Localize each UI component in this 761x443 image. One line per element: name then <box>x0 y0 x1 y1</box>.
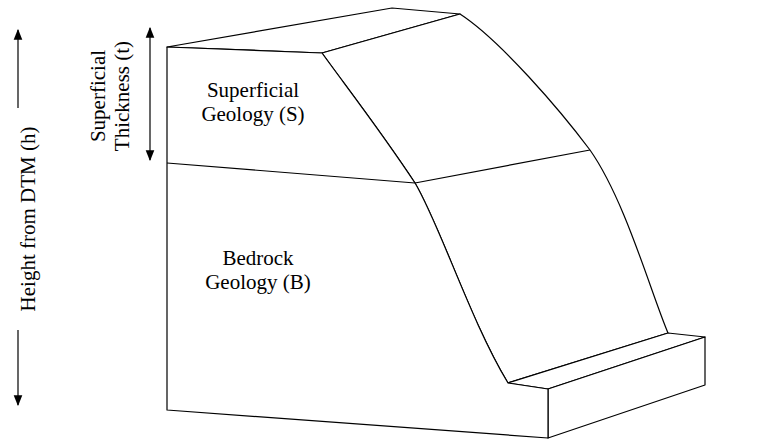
dimension-label: Superficial Thickness (t) <box>86 31 134 161</box>
layer-label: Bedrock Geology (B) <box>196 246 321 294</box>
dimension-label: Height from DTM (h) <box>16 127 40 312</box>
dimension-arrow <box>17 30 18 108</box>
end-face <box>548 337 705 438</box>
contact-line <box>167 163 415 183</box>
front-face <box>167 47 548 438</box>
geology-layer: Superficial Geology (S) <box>191 78 316 126</box>
dimension-arrow <box>17 330 18 405</box>
layer-label: Superficial Geology (S) <box>191 78 316 126</box>
contact-line <box>415 150 590 183</box>
dimension-arrow <box>149 28 150 160</box>
geology-layer: Bedrock Geology (B) <box>196 246 321 294</box>
